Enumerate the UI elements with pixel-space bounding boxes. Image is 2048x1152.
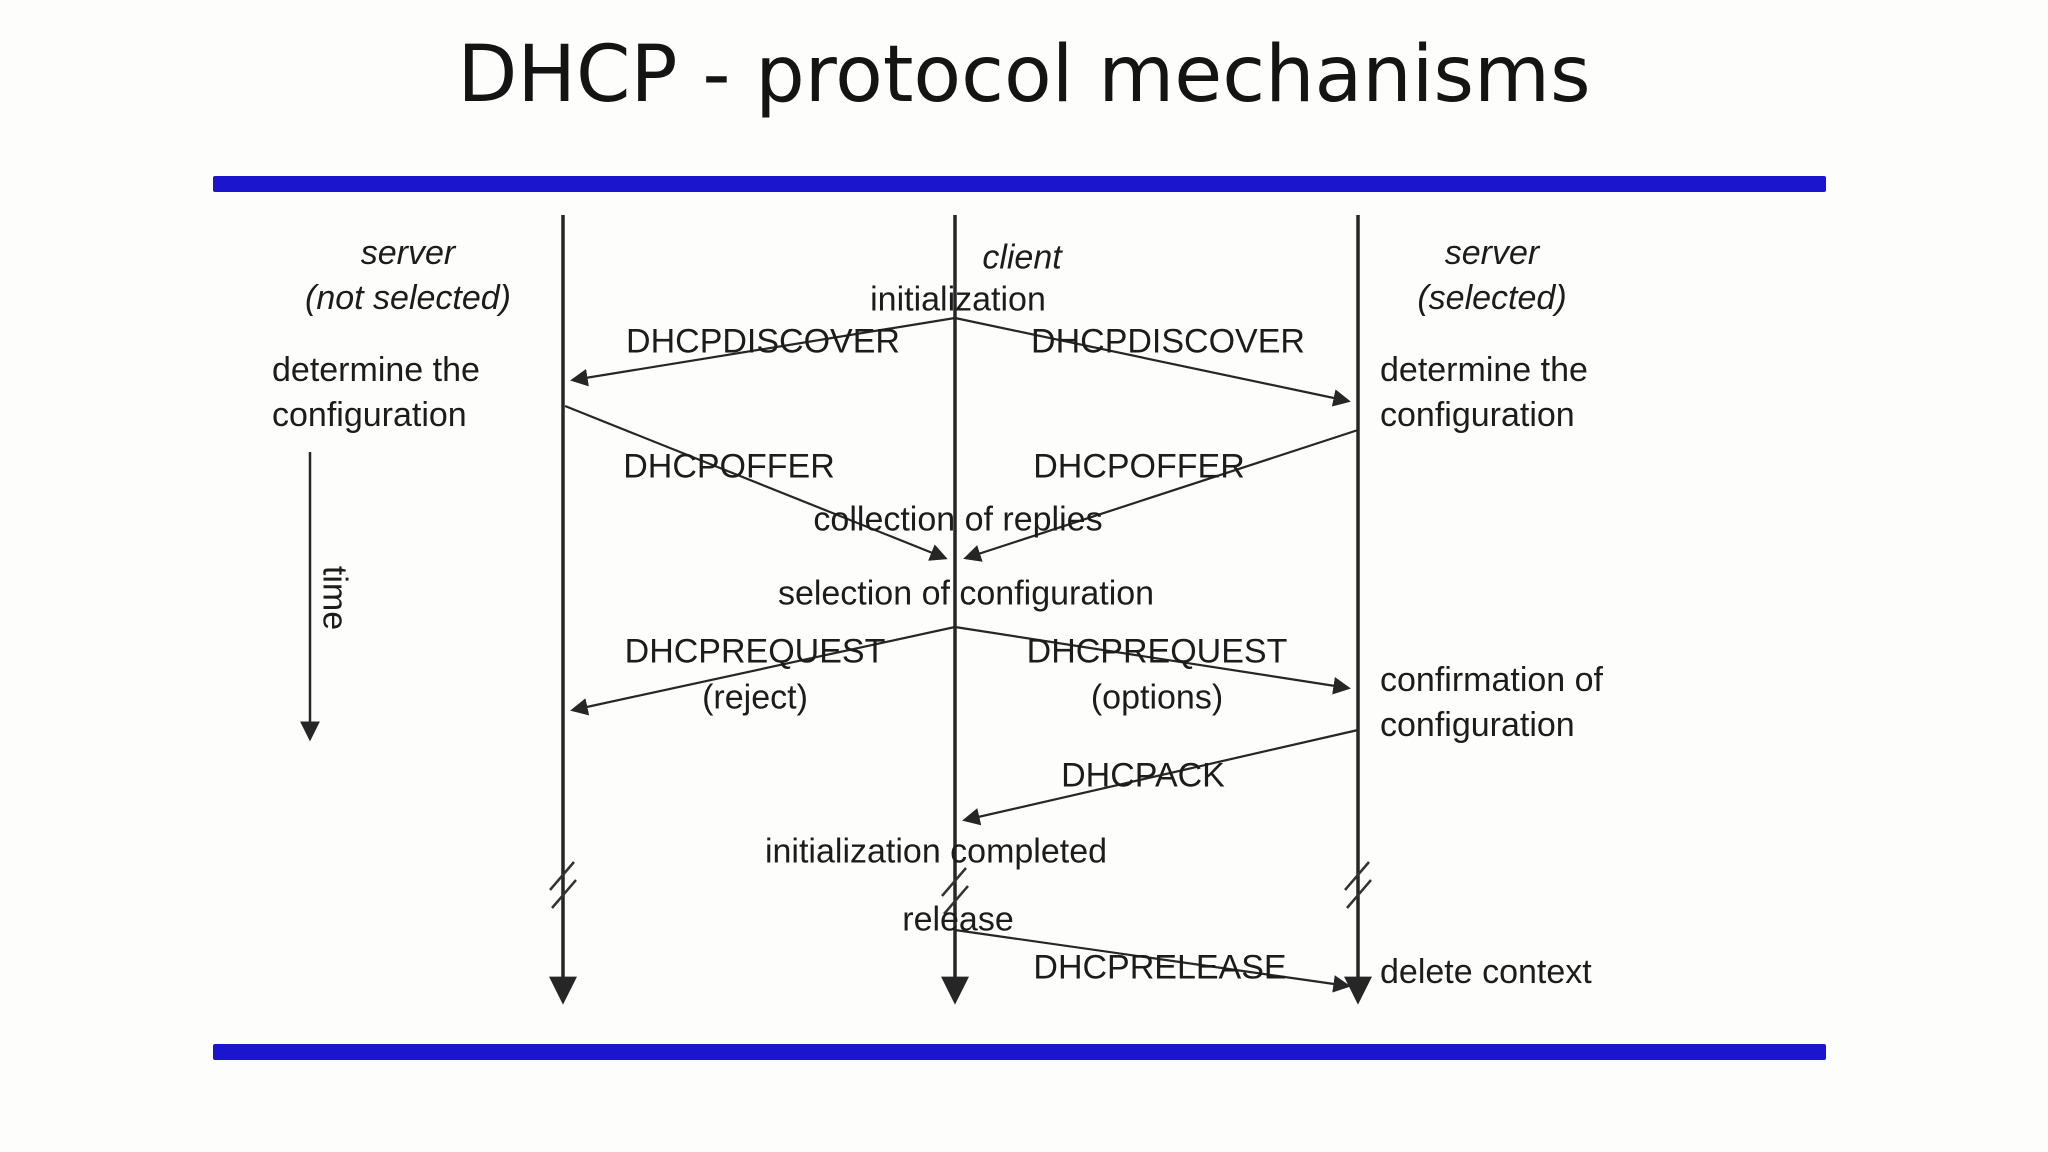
break-mark-left-lifeline <box>549 861 577 909</box>
actor-server-not-selected: server (not selected) <box>305 231 511 321</box>
actor-server-selected: server (selected) <box>1417 231 1566 321</box>
state-delete-context: delete context <box>1380 953 1592 991</box>
message-dhcprequest-right: DHCPREQUEST <box>1026 632 1288 671</box>
state-selection-of-configuration: selection of configuration <box>777 574 1155 613</box>
time-axis-label: time <box>315 565 354 631</box>
message-dhcpoffer-right: DHCPOFFER <box>1033 447 1245 486</box>
message-dhcpdiscover-left: DHCPDISCOVER <box>626 322 900 361</box>
arrow-dhcpdiscover-left <box>570 316 956 387</box>
break-mark-client-lifeline <box>941 867 969 915</box>
state-line: determine the <box>1380 351 1588 389</box>
state-initialization-completed: initialization completed <box>764 832 1108 871</box>
actor-qualifier: (selected) <box>1417 279 1567 317</box>
page-title: DHCP - protocol mechanisms <box>457 30 1591 120</box>
bottom-divider-bar <box>213 1044 1826 1060</box>
state-determine-configuration-left: determine the configuration <box>272 348 480 438</box>
state-determine-configuration-right: determine the configuration <box>1380 348 1588 438</box>
break-mark-right-lifeline <box>1344 861 1372 909</box>
actor-name: server <box>360 234 456 272</box>
arrow-dhcpoffer-left <box>564 404 948 561</box>
arrow-dhcpoffer-right <box>963 428 1359 562</box>
state-line: determine the <box>272 351 480 389</box>
message-dhcprequest-left: DHCPREQUEST <box>624 632 886 671</box>
arrow-dhcprelease <box>954 928 1351 993</box>
state-initialization: initialization <box>870 280 1046 319</box>
state-collection-of-replies: collection of replies <box>813 500 1103 539</box>
arrow-dhcprequest-left <box>570 625 956 716</box>
message-dhcpack: DHCPACK <box>1061 756 1225 795</box>
arrow-dhcpack <box>962 728 1359 826</box>
message-dhcprequest-right-note: (options) <box>1090 678 1224 717</box>
actor-qualifier: (not selected) <box>305 279 511 317</box>
top-divider-bar <box>213 176 1826 192</box>
arrow-dhcprequest-right <box>954 625 1351 695</box>
message-dhcprequest-left-note: (reject) <box>702 678 808 717</box>
state-confirmation-of-configuration: confirmation of configuration <box>1380 658 1603 748</box>
state-line: configuration <box>272 396 467 434</box>
state-release: release <box>902 900 1014 939</box>
state-line: configuration <box>1380 396 1575 434</box>
message-dhcprelease: DHCPRELEASE <box>1033 948 1287 987</box>
message-dhcpoffer-left: DHCPOFFER <box>623 447 835 486</box>
state-line: confirmation of <box>1380 661 1603 699</box>
actor-client: client <box>982 238 1062 277</box>
actor-name: server <box>1444 234 1540 272</box>
state-line: configuration <box>1380 706 1575 744</box>
message-dhcpdiscover-right: DHCPDISCOVER <box>1031 322 1305 361</box>
arrow-dhcpdiscover-right <box>954 316 1351 407</box>
